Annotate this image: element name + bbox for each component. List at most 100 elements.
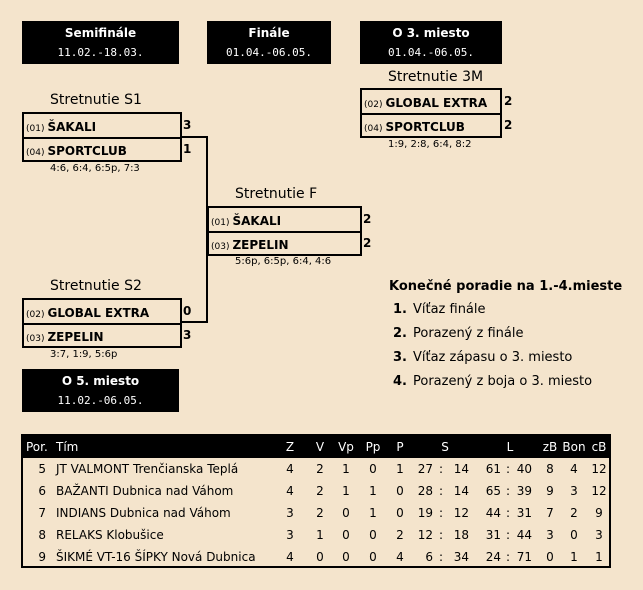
match-s1-title: Stretnutie S1 [50, 92, 142, 108]
cell-l-against: 31 [516, 506, 532, 520]
col-header-pp: Pp [365, 440, 381, 454]
cell-l-against: 40 [516, 462, 532, 476]
match-result: 4:6, 6:4, 6:5p, 7:3 [50, 163, 140, 174]
header-finale: Finále 01.04.-06.05. [207, 21, 331, 64]
col-header-tim: Tím [56, 440, 79, 454]
rank-number: 2. [393, 326, 407, 341]
rank-number: 1. [393, 302, 407, 317]
cell-l-against: 71 [516, 550, 532, 564]
team-seed: (03) [211, 242, 230, 252]
match-result: 3:7, 1:9, 5:6p [50, 349, 118, 360]
cell-cb: 3 [595, 528, 603, 542]
team-name: ZEPELIN [232, 238, 289, 252]
team-name: ZEPELIN [47, 330, 104, 344]
header-dates: 01.04.-06.05. [387, 46, 475, 59]
cell-pp: 0 [369, 528, 377, 542]
score-separator: : [438, 506, 444, 520]
divider [24, 137, 180, 139]
cell-s-against: 34 [453, 550, 469, 564]
cell-l-against: 44 [516, 528, 532, 542]
team-score: 2 [504, 94, 513, 108]
match-team-row: (02)GLOBAL EXTRA [24, 300, 180, 324]
col-header-s: S [441, 440, 449, 454]
team-name: GLOBAL EXTRA [385, 96, 488, 110]
cell-z: 4 [286, 462, 294, 476]
team-seed: (01) [26, 124, 45, 134]
cell-vp: 1 [342, 462, 350, 476]
cell-tim: JT VALMONT Trenčianska Teplá [56, 462, 239, 476]
team-score: 1 [183, 142, 192, 156]
cell-p: 2 [396, 528, 404, 542]
cell-zb: 0 [546, 550, 554, 564]
rank-text: Víťaz finále [412, 302, 486, 317]
bracket-line [181, 136, 208, 138]
cell-bon: 0 [570, 528, 578, 542]
match-team-row: (04)SPORTCLUB [24, 138, 180, 162]
cell-z: 4 [286, 484, 294, 498]
match-s2-box[interactable]: (02)GLOBAL EXTRA (03)ZEPELIN [22, 298, 182, 348]
cell-cb: 9 [595, 506, 603, 520]
cell-p: 0 [396, 484, 404, 498]
cell-p: 1 [396, 462, 404, 476]
match-3m-box[interactable]: (02)GLOBAL EXTRA (04)SPORTCLUB [360, 88, 502, 138]
cell-s-for: 28 [417, 484, 433, 498]
cell-bon: 4 [570, 462, 578, 476]
col-header-zb: zB [542, 440, 558, 454]
match-team-row: (02)GLOBAL EXTRA [362, 90, 500, 114]
final-ranking-item: 3. Víťaz zápasu o 3. miesto [393, 350, 572, 365]
cell-pp: 1 [369, 506, 377, 520]
col-header-cb: cB [591, 440, 607, 454]
col-header-v: V [315, 440, 325, 454]
cell-por: 5 [38, 462, 46, 476]
cell-p: 4 [396, 550, 404, 564]
team-score: 2 [363, 236, 372, 250]
cell-zb: 3 [546, 528, 554, 542]
match-s1-box[interactable]: (01)ŠAKALI (04)SPORTCLUB [22, 112, 182, 162]
final-ranking-item: 4.Porazený z boja o 3. miesto [393, 374, 592, 389]
team-score: 3 [183, 118, 192, 132]
cell-zb: 7 [546, 506, 554, 520]
cell-l-for: 24 [485, 550, 501, 564]
header-title: Semifinále [64, 26, 137, 40]
match-f-title: Stretnutie F [235, 186, 318, 202]
cell-v: 2 [316, 462, 324, 476]
team-name: SPORTCLUB [385, 120, 465, 134]
cell-tim: INDIANS Dubnica nad Váhom [56, 506, 231, 520]
cell-por: 9 [38, 550, 46, 564]
cell-l-for: 44 [485, 506, 501, 520]
cell-por: 6 [38, 484, 46, 498]
match-result: 5:6p, 6:5p, 6:4, 4:6 [235, 256, 332, 267]
col-header-vp: Vp [338, 440, 354, 454]
header-semifinale: Semifinále 11.02.-18.03. [22, 21, 179, 64]
divider [209, 231, 360, 233]
cell-z: 3 [286, 506, 294, 520]
rank-text: Porazený z finále [412, 326, 524, 341]
divider [362, 113, 500, 115]
score-separator: : [438, 550, 444, 564]
cell-v: 1 [316, 528, 324, 542]
team-seed: (02) [26, 310, 45, 320]
team-score: 0 [183, 304, 192, 318]
cell-s-against: 12 [453, 506, 469, 520]
match-f-box[interactable]: (01)ŠAKALI (03)ZEPELIN [207, 206, 362, 256]
cell-l-for: 61 [485, 462, 501, 476]
rank-text: Porazený z boja o 3. miesto [412, 374, 593, 389]
cell-bon: 1 [570, 550, 578, 564]
cell-vp: 0 [342, 506, 350, 520]
rank-number: 3. [393, 350, 407, 365]
cell-z: 3 [286, 528, 294, 542]
cell-s-for: 19 [417, 506, 433, 520]
header-5th-place: O 5. miesto 11.02.-06.05. [22, 369, 179, 412]
cell-cb: 12 [591, 462, 607, 476]
header-title: O 3. miesto [392, 26, 470, 40]
cell-cb: 1 [595, 550, 603, 564]
header-dates: 11.02.-06.05. [57, 394, 144, 407]
rank-text: Víťaz zápasu o 3. miesto [412, 350, 573, 365]
cell-tim: ŠIKMÉ VT-16 ŠÍPKY Nová Dubnica [56, 550, 256, 564]
cell-l-for: 65 [485, 484, 501, 498]
team-name: ŠAKALI [232, 214, 282, 228]
final-ranking-item: 2. Porazený z finále [393, 326, 523, 341]
team-name: GLOBAL EXTRA [47, 306, 150, 320]
cell-s-against: 18 [453, 528, 469, 542]
